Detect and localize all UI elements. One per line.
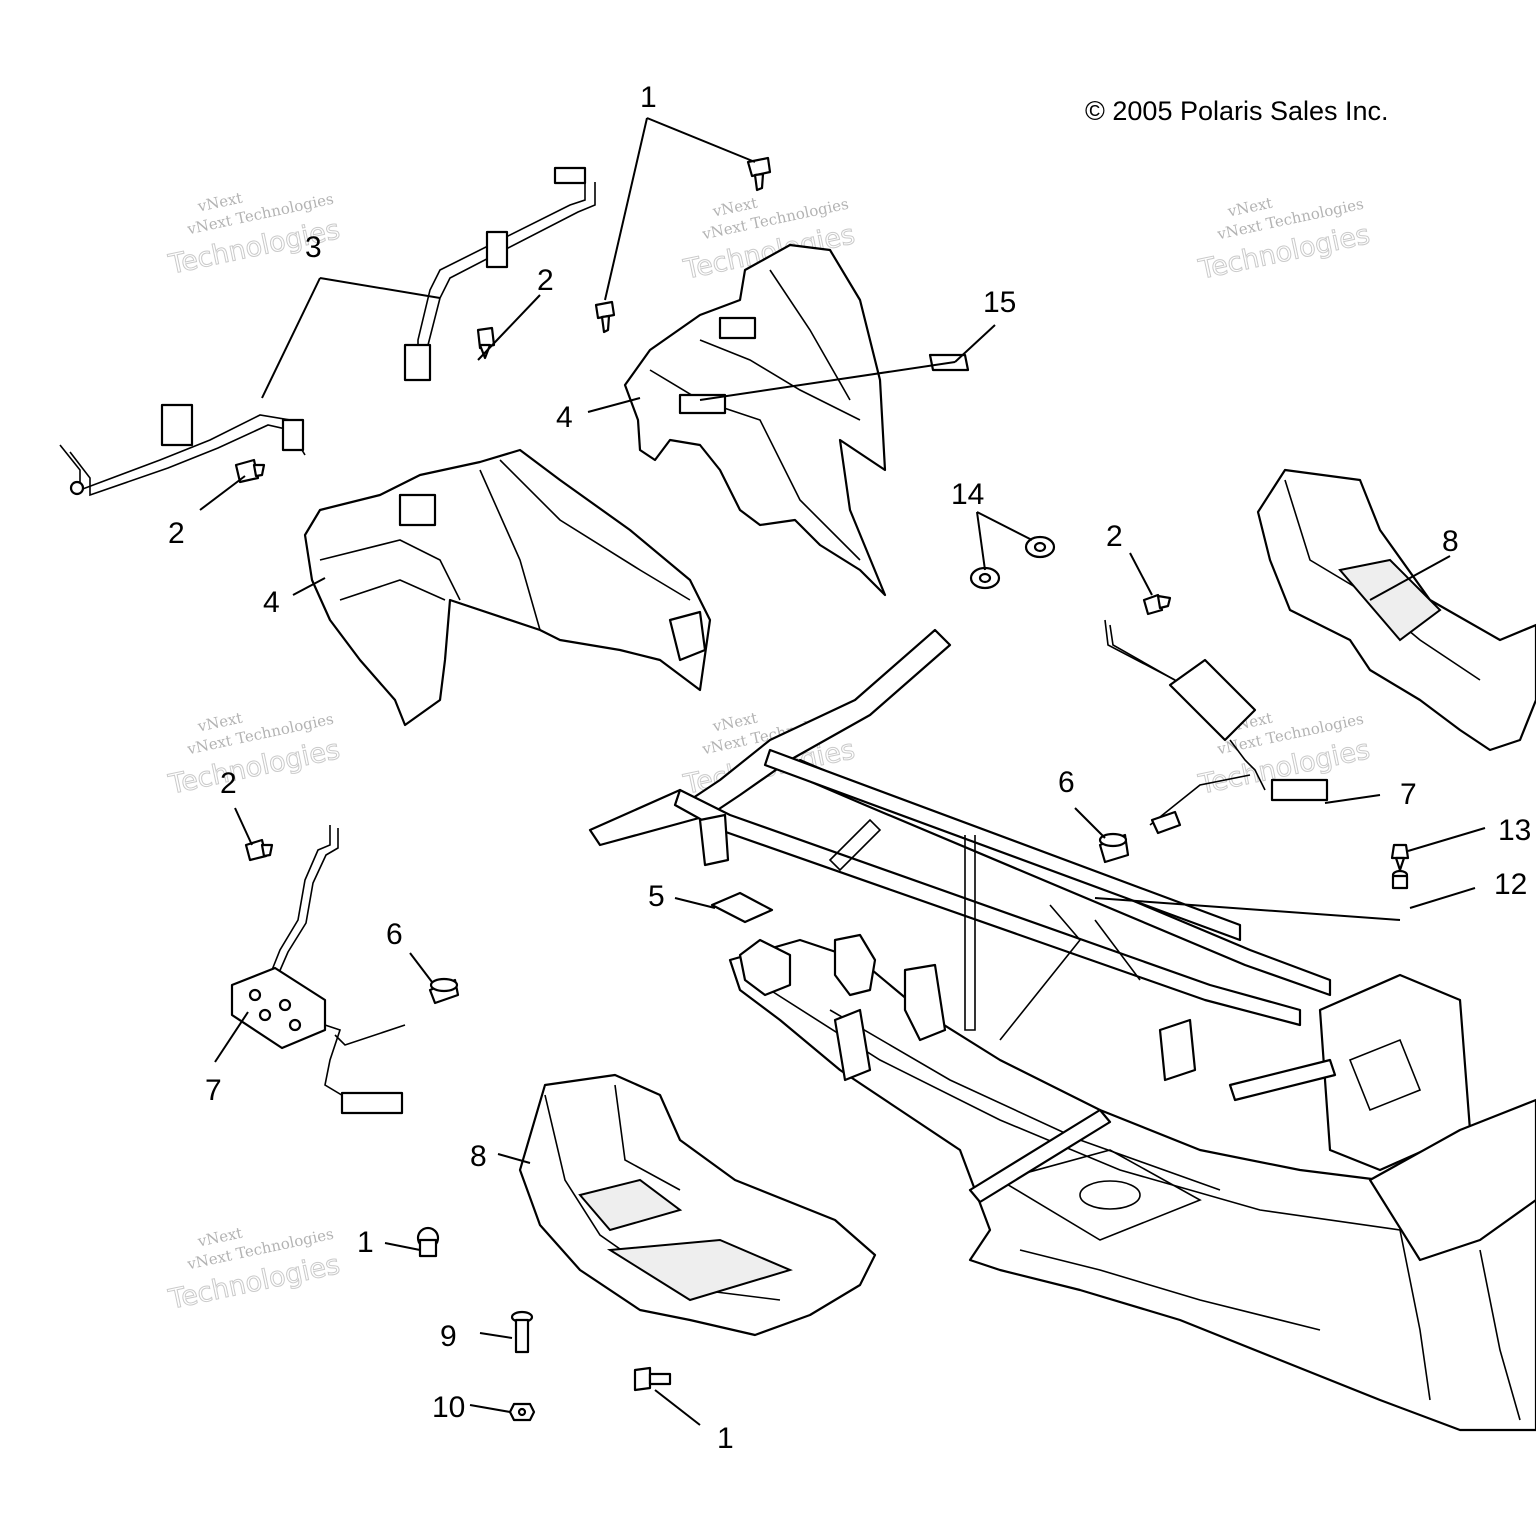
bushing-left <box>428 977 460 1005</box>
callout-10: 10 <box>432 1391 465 1424</box>
footrest-bar-upper <box>403 166 596 382</box>
fastener-1-left <box>416 1226 440 1258</box>
callout-1-bot: 1 <box>717 1422 734 1455</box>
fastener-1-bottom <box>633 1366 672 1392</box>
bushing-right <box>1098 832 1130 864</box>
footrest-bracket-left <box>230 825 406 1115</box>
callout-7-a: 7 <box>205 1074 222 1107</box>
callout-2-c: 2 <box>220 767 237 800</box>
callout-6-b: 6 <box>1058 766 1075 799</box>
callout-12: 12 <box>1494 868 1527 901</box>
footwell-left <box>518 1073 877 1337</box>
callout-5: 5 <box>648 880 665 913</box>
callout-13: 13 <box>1498 814 1531 847</box>
leader-lines <box>199 117 1486 1426</box>
callout-2-a: 2 <box>537 264 554 297</box>
footrest-bracket-right <box>1104 619 1329 826</box>
fastener-1-top <box>746 156 772 192</box>
callout-6-a: 6 <box>386 918 403 951</box>
callout-8-a: 8 <box>470 1140 487 1173</box>
fastener-2-c <box>244 838 274 862</box>
fastener-12 <box>1391 869 1409 890</box>
main-frame <box>588 628 1536 1432</box>
callout-1-top: 1 <box>640 81 657 114</box>
nut-10 <box>508 1402 536 1422</box>
copyright-text: © 2005 Polaris Sales Inc. <box>1085 96 1389 126</box>
callout-4-b: 4 <box>263 586 280 619</box>
callout-15: 15 <box>983 286 1016 319</box>
callout-9: 9 <box>440 1320 457 1353</box>
callout-4-a: 4 <box>556 401 573 434</box>
pin-7-right <box>1150 810 1182 835</box>
callout-labels: 1 2 3 4 15 2 4 14 2 8 2 6 7 13 12 5 6 7 … <box>168 81 1531 1455</box>
fastener-13 <box>1390 843 1410 872</box>
fender-lower-left <box>303 448 712 727</box>
footwell-right <box>1256 468 1536 752</box>
callout-14: 14 <box>951 478 984 511</box>
grommet-14a <box>969 566 1001 590</box>
fastener-2-b <box>234 458 266 484</box>
callout-3: 3 <box>305 231 322 264</box>
callout-2-d: 2 <box>1106 520 1123 553</box>
callout-2-b: 2 <box>168 517 185 550</box>
decal-5 <box>710 891 774 924</box>
fastener-9 <box>510 1310 534 1354</box>
fastener-1-mid <box>594 300 616 334</box>
callout-7-b: 7 <box>1400 778 1417 811</box>
fastener-2-a <box>476 326 496 360</box>
callout-1-mid: 1 <box>357 1226 374 1259</box>
fender-upper-left <box>623 243 887 597</box>
grommet-14b <box>1024 535 1056 559</box>
callout-8-b: 8 <box>1442 525 1459 558</box>
footrest-bar-lower <box>59 403 306 497</box>
fastener-2-d <box>1142 593 1172 616</box>
